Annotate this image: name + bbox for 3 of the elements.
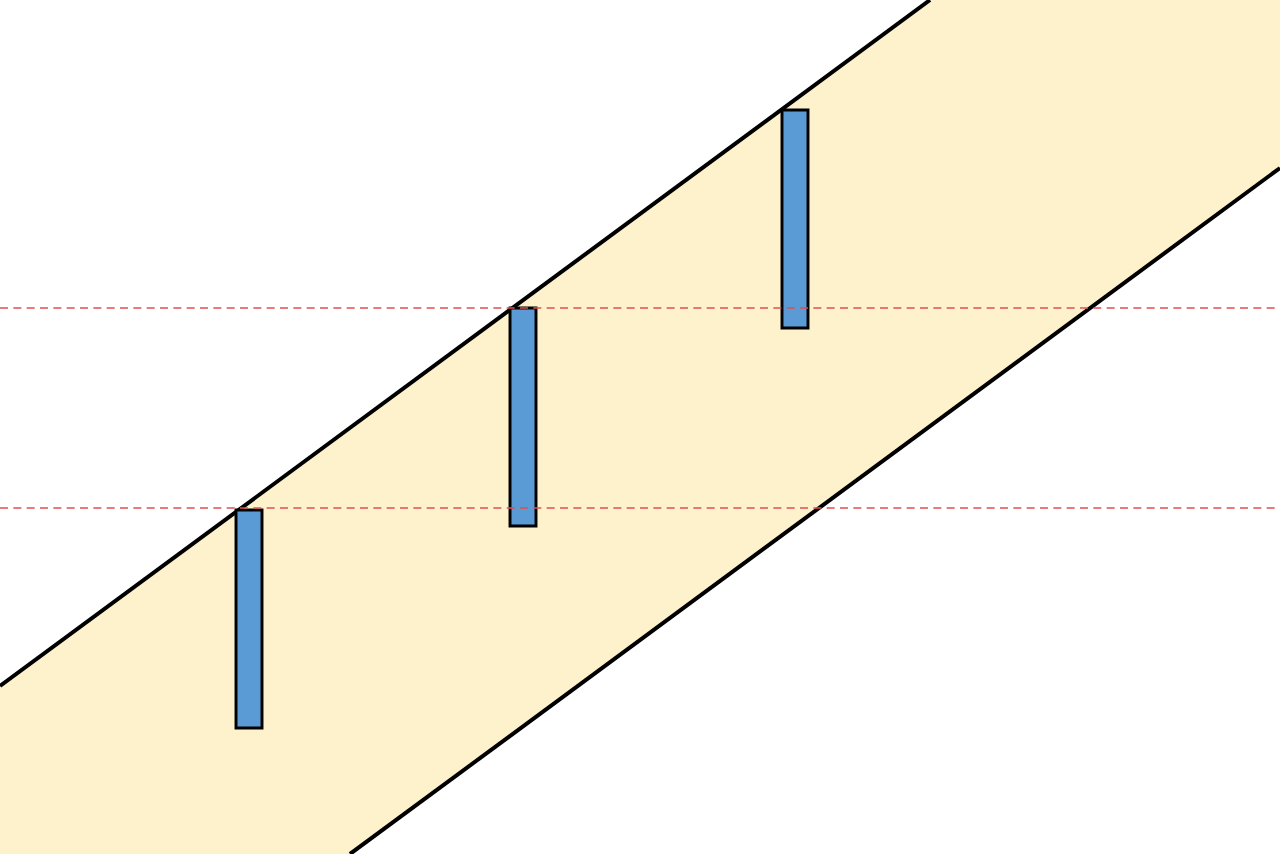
vertical-bar <box>508 306 538 528</box>
vertical-bar <box>234 508 264 730</box>
vertical-bar <box>780 108 810 330</box>
